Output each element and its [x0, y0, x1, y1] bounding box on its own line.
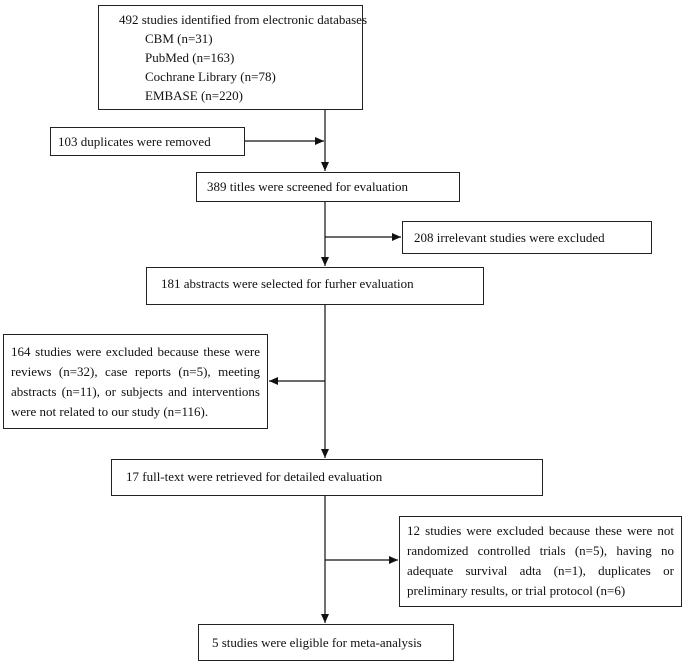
source-cochrane: Cochrane Library (n=78): [145, 69, 276, 84]
excluded-164-line-2: reviews (n=32), case reports (n=5), meet…: [11, 364, 260, 379]
excluded-164-line-3: abstracts (n=11), or subjects and interv…: [11, 384, 260, 399]
excluded-164-line-4: were not related to our study (n=116).: [11, 404, 209, 419]
irrelevant-excluded-text: 208 irrelevant studies were excluded: [414, 230, 605, 245]
eligible-box: 5 studies were eligible for meta-analysi…: [198, 624, 454, 661]
identified-title: 492 studies identified from electronic d…: [119, 12, 368, 27]
source-embase: EMBASE (n=220): [145, 88, 243, 103]
fulltext-retrieved-box: 17 full-text were retrieved for detailed…: [111, 459, 543, 496]
excluded-164-box: 164 studies were excluded because these …: [3, 334, 268, 429]
duplicates-box: 103 duplicates were removed: [50, 127, 245, 156]
excluded-12-line-2: randomized controlled trials (n=5), havi…: [407, 543, 674, 558]
excluded-12-box: 12 studies were excluded because these w…: [399, 516, 682, 607]
titles-screened-text: 389 titles were screened for evaluation: [207, 179, 409, 194]
source-pubmed: PubMed (n=163): [145, 50, 235, 65]
excluded-12-line-3: adequate survival adta (n=1), duplicates…: [407, 563, 674, 578]
abstracts-selected-text: 181 abstracts were selected for furher e…: [161, 276, 414, 291]
excluded-12-line-1: 12 studies were excluded because these w…: [407, 523, 674, 538]
source-cbm: CBM (n=31): [145, 31, 213, 46]
identified-box: 492 studies identified from electronic d…: [98, 5, 368, 110]
excluded-164-line-1: 164 studies were excluded because these …: [11, 344, 260, 359]
irrelevant-excluded-box: 208 irrelevant studies were excluded: [402, 221, 652, 254]
abstracts-selected-box: 181 abstracts were selected for furher e…: [146, 267, 484, 305]
titles-screened-box: 389 titles were screened for evaluation: [196, 172, 460, 202]
fulltext-retrieved-text: 17 full-text were retrieved for detailed…: [126, 469, 383, 484]
duplicates-text: 103 duplicates were removed: [58, 134, 211, 149]
eligible-text: 5 studies were eligible for meta-analysi…: [212, 635, 422, 650]
excluded-12-line-4: preliminary results, or trial protocol (…: [407, 583, 626, 598]
